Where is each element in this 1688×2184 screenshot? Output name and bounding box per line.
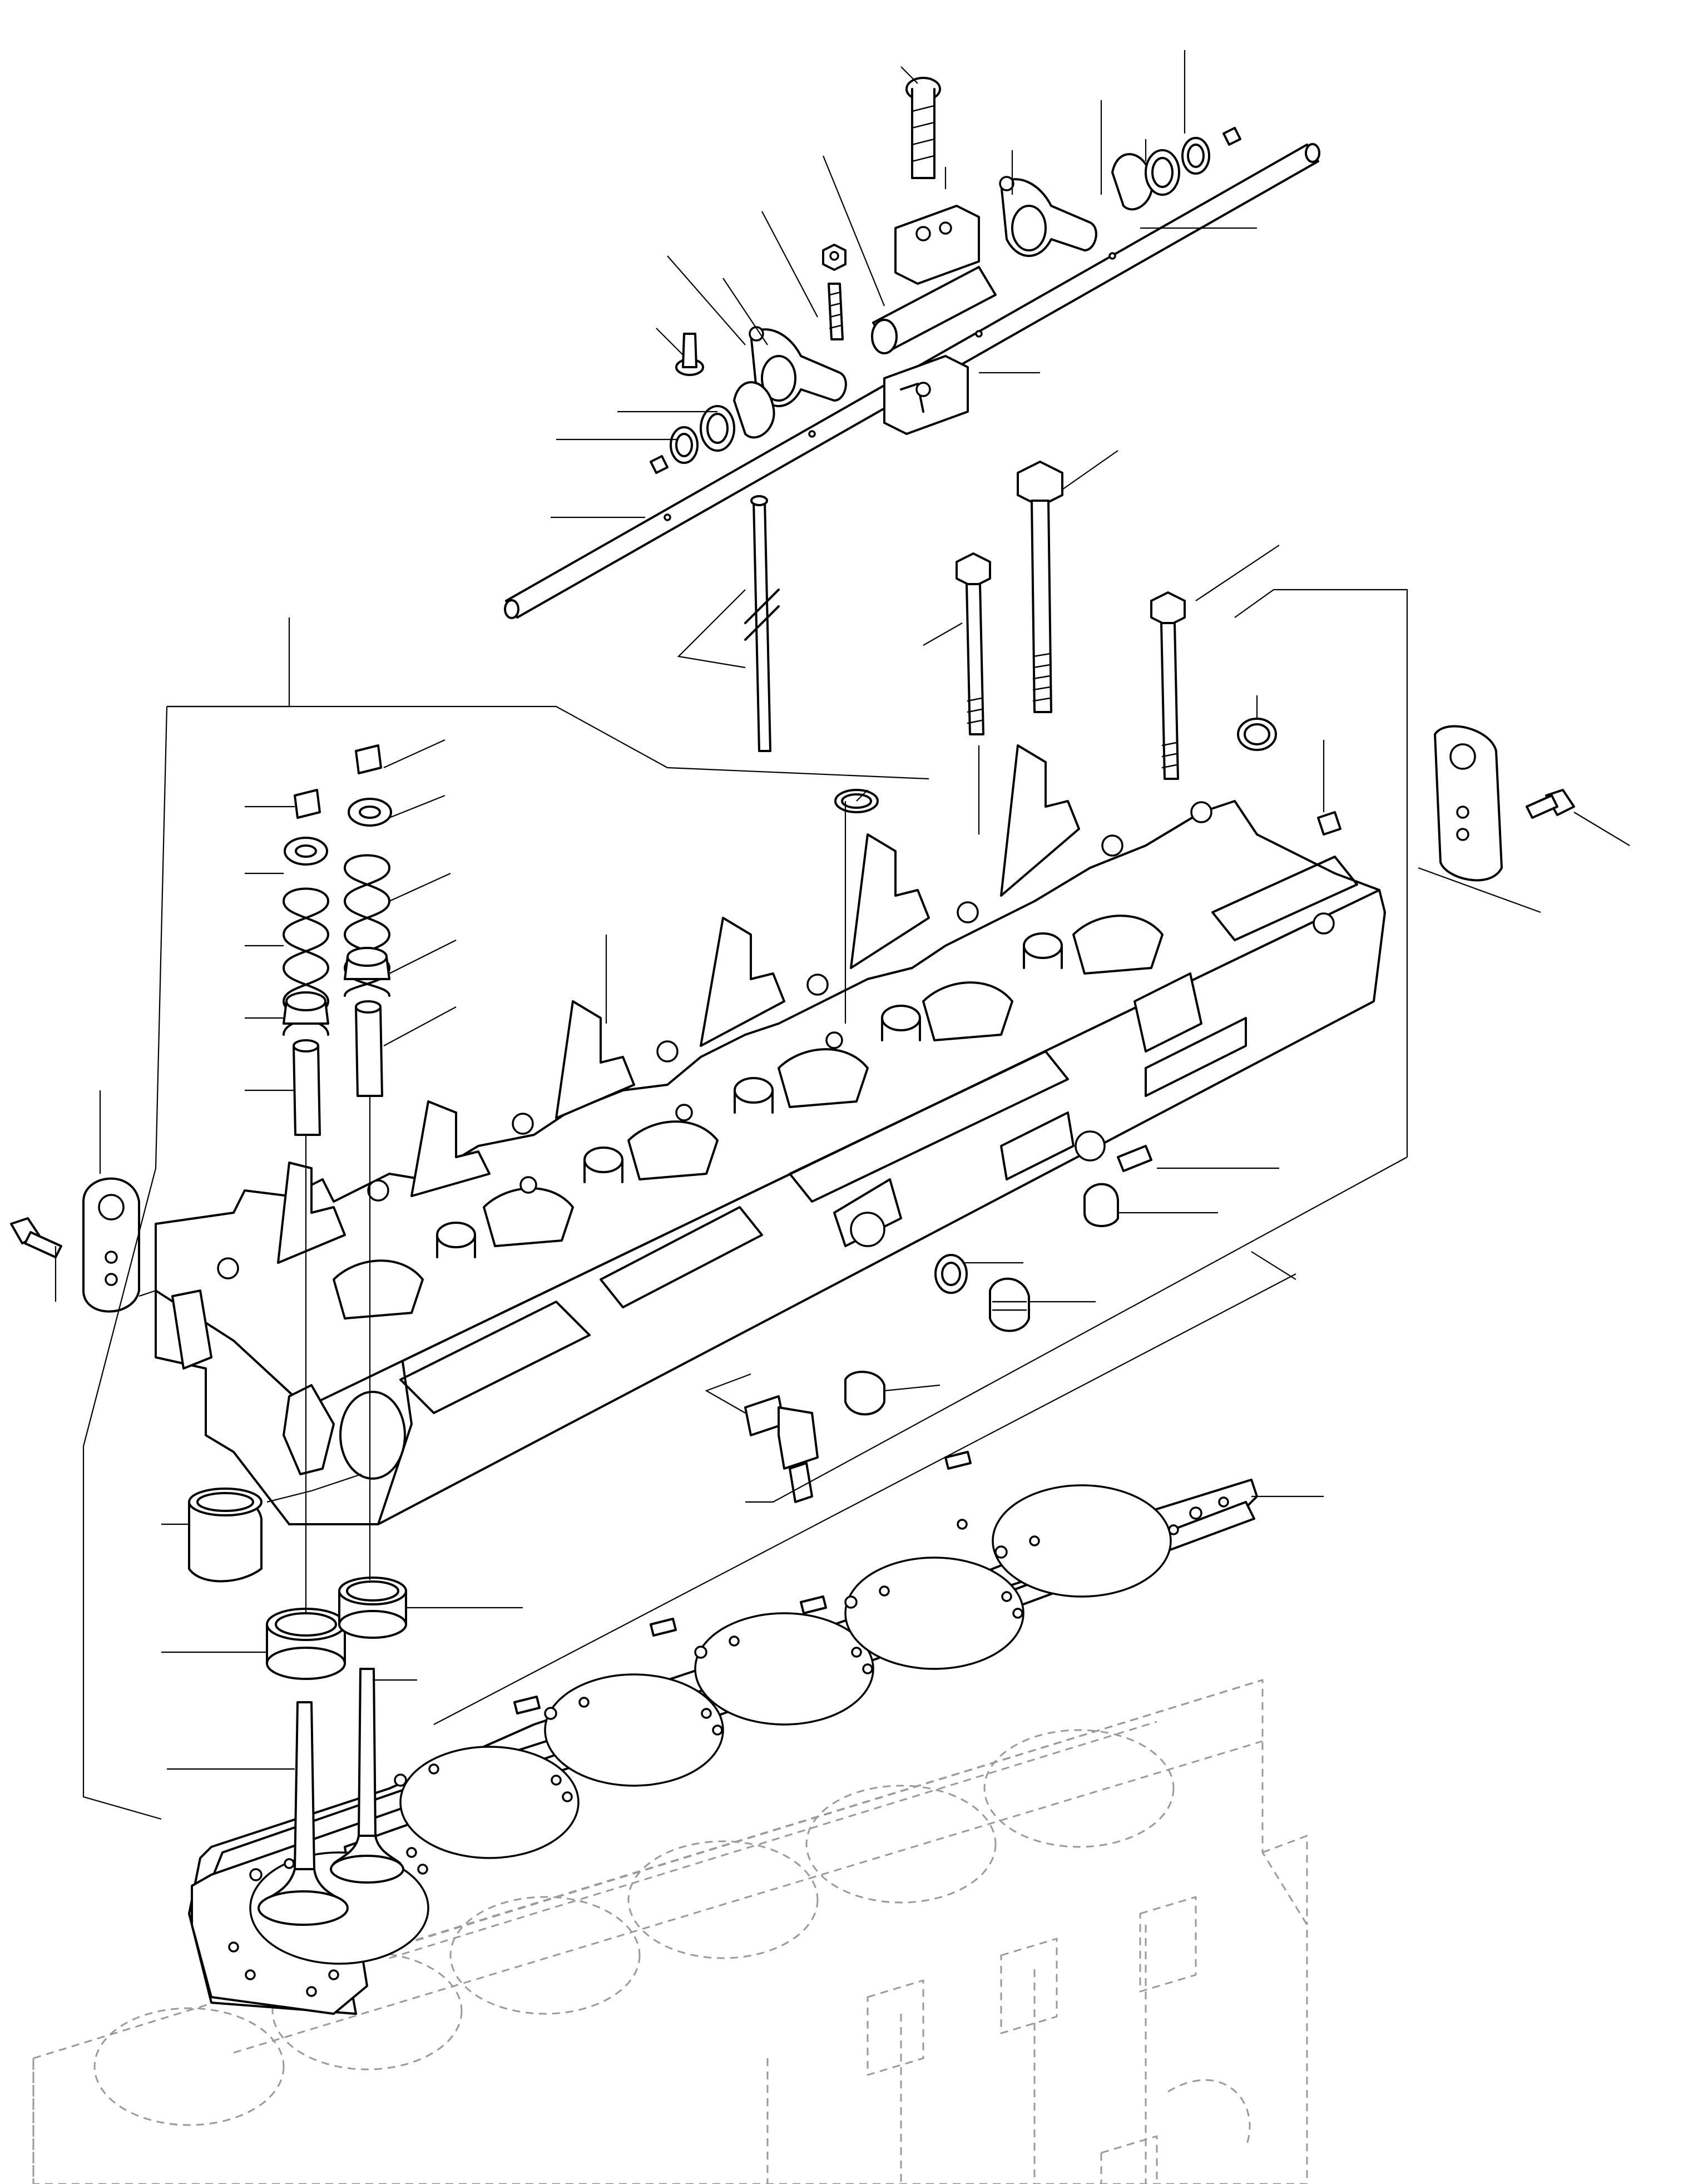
head-gasket xyxy=(188,1451,1258,2015)
rocker-shaft-bracket-front xyxy=(894,205,980,285)
valve-seat-insert-exhaust xyxy=(338,1577,407,1639)
rocker-arm-intake xyxy=(749,326,847,407)
cylinder-head-bolt-long xyxy=(1017,461,1063,713)
valve-bridge-cap xyxy=(675,333,704,376)
rocker-arm-exhaust xyxy=(999,176,1097,257)
cylinder-block xyxy=(32,1679,1308,2184)
lock-nut xyxy=(822,244,847,271)
injector-sleeve xyxy=(188,1488,263,1583)
lifting-eye-front xyxy=(82,1177,140,1313)
exhaust-valve xyxy=(330,1668,404,1884)
valve-guide xyxy=(293,1000,383,1136)
injector-bores xyxy=(436,932,1063,1258)
plug xyxy=(650,127,1241,474)
valve-seat-insert-intake xyxy=(266,1608,346,1680)
intake-valve xyxy=(258,1701,349,1926)
cylinder-head-bolt-short xyxy=(956,552,1186,780)
push-rod xyxy=(744,495,780,752)
combustion-chamber-ports xyxy=(333,856,1358,1414)
elbow-fitting xyxy=(744,1395,819,1503)
spacer-tube xyxy=(871,266,997,354)
adjusting-screw xyxy=(828,283,844,340)
washer xyxy=(700,149,1180,452)
plug-with-gasket xyxy=(844,1183,1119,1416)
set-screw xyxy=(1117,811,1342,1172)
lifting-eye-rear xyxy=(1434,725,1503,882)
cylinder-head xyxy=(155,744,1386,1525)
leader-lines xyxy=(55,50,1630,1820)
valve-collet xyxy=(294,744,382,819)
snap-ring xyxy=(670,137,1210,464)
valve-stem-seal xyxy=(283,947,390,1025)
lifting-eye-bolt xyxy=(10,789,1575,1258)
head-bolt-holes xyxy=(217,801,1335,1279)
gasket-bolt-holes xyxy=(228,1496,1229,1997)
rocker-shaft-bracket-rear xyxy=(883,355,969,435)
rocker-shaft-bolt xyxy=(905,77,941,179)
valve-spring-retainer xyxy=(284,798,392,866)
expansion-plug xyxy=(834,718,1277,813)
